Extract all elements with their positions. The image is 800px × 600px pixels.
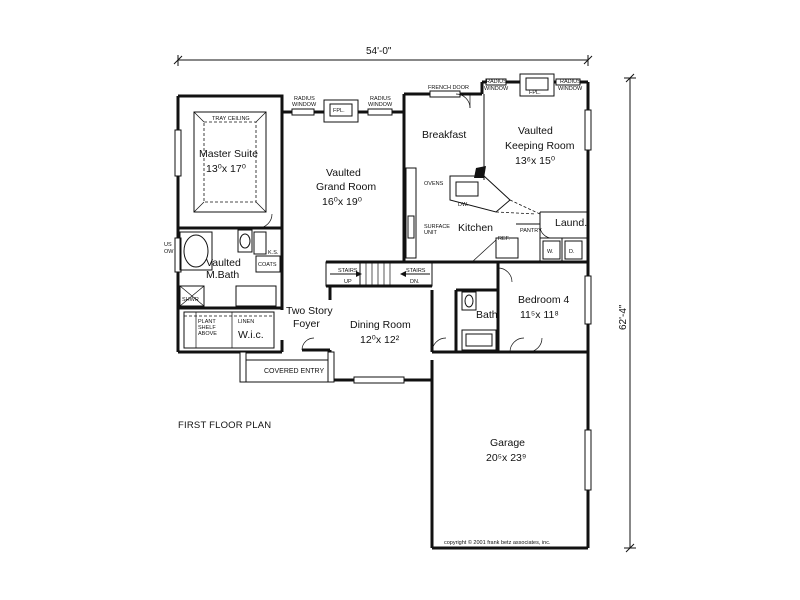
garage-label: Garage xyxy=(490,437,525,449)
vaulted-grand-label-2: Grand Room xyxy=(316,181,376,193)
two-story-label-1: Two Story xyxy=(286,305,333,317)
plant-shelf-label-3: ABOVE xyxy=(198,331,217,337)
radius-window-label-1b: WINDOW xyxy=(292,102,317,108)
overall-width-label: 54'-0" xyxy=(366,46,392,57)
copyright-label: copyright © 2001 frank betz associates, … xyxy=(444,539,551,546)
w-label: W. xyxy=(547,249,554,255)
windows xyxy=(174,78,592,491)
up-label: UP xyxy=(344,279,352,285)
radius-window-label-3: RADIUS xyxy=(486,79,507,85)
shwr-label: SHWR xyxy=(182,297,199,303)
us-ow-label-1: US xyxy=(164,242,172,248)
master-bath-fixtures xyxy=(179,229,281,307)
breakfast-label: Breakfast xyxy=(422,129,466,141)
master-dims-label: 13⁰x 17⁰ xyxy=(206,163,246,175)
vaulted-mbath-label-2: M.Bath xyxy=(206,269,239,281)
vaulted-keeping-label-1: Vaulted xyxy=(518,125,553,137)
us-ow-label-2: OW xyxy=(164,249,174,255)
stairs xyxy=(325,261,433,287)
garage-dims-label: 20⁵x 23⁹ xyxy=(486,452,526,464)
dining-dims-label: 12⁰x 12² xyxy=(360,334,400,346)
radius-window-label-2b: WINDOW xyxy=(368,102,393,108)
radius-window-label-4: RADIUS xyxy=(560,79,581,85)
bath-label: Bath xyxy=(476,309,498,321)
linen-label: LINEN xyxy=(238,319,254,325)
vaulted-keeping-label-2: Keeping Room xyxy=(505,140,575,152)
fpl-grand-label: FPL. xyxy=(333,108,345,114)
laundry-appliances xyxy=(542,240,583,260)
covered-entry xyxy=(239,351,335,383)
plant-shelf-label-1: PLANT xyxy=(198,319,216,325)
pantry-label: PANTRY xyxy=(520,228,542,234)
fireplace-grand xyxy=(323,99,359,123)
wic-label: W.i.c. xyxy=(238,329,264,341)
doors xyxy=(257,93,553,353)
labels: RADIUS WINDOW FPL. RADIUS WINDOW FRENCH … xyxy=(164,79,587,546)
dimension-depth xyxy=(624,73,636,553)
fpl-keeping-label: FPL. xyxy=(529,90,541,96)
ks-label: K.S. xyxy=(268,250,279,256)
grand-dims-label: 16⁰x 19⁰ xyxy=(322,196,362,208)
radius-window-label-3b: WINDOW xyxy=(484,86,509,92)
dn-label: DN. xyxy=(410,279,420,285)
covered-entry-label: COVERED ENTRY xyxy=(264,368,324,375)
d-label: D. xyxy=(569,249,575,255)
keeping-dims-label: 13⁶x 15⁰ xyxy=(515,155,555,167)
dimension-width xyxy=(173,55,593,66)
dining-room-label: Dining Room xyxy=(350,319,411,331)
radius-window-label-1: RADIUS xyxy=(294,96,315,102)
radius-window-label-2: RADIUS xyxy=(370,96,391,102)
french-door-label: FRENCH DOOR xyxy=(428,85,469,91)
first-floor-plan-label: FIRST FLOOR PLAN xyxy=(178,420,271,431)
kitchen-counters xyxy=(405,166,541,263)
vaulted-mbath-label-1: Vaulted xyxy=(206,257,241,269)
fireplace-keeping xyxy=(519,73,555,97)
surface-unit-label-2: UNIT xyxy=(424,230,437,236)
laund-label: Laund. xyxy=(555,217,587,229)
two-story-label-2: Foyer xyxy=(293,318,320,330)
bedroom4-dims-label: 11⁵x 11⁸ xyxy=(520,309,559,321)
bedroom4-label: Bedroom 4 xyxy=(518,294,570,306)
ref-label: REF. xyxy=(498,236,510,242)
bath-fixtures xyxy=(461,291,497,351)
radius-window-label-4b: WINDOW xyxy=(558,86,583,92)
surface-unit-label-1: SURFACE xyxy=(424,224,450,230)
ovens-label: OVENS xyxy=(424,181,444,187)
stairs-up-label: STAIRS xyxy=(338,268,358,274)
coats-label: COATS xyxy=(258,262,277,268)
dw-label: DW. xyxy=(458,202,469,208)
tray-ceiling-label: TRAY CEILING xyxy=(212,116,250,122)
closet-area xyxy=(183,311,275,349)
kitchen-label: Kitchen xyxy=(458,222,493,234)
overall-depth-label: 62'-4" xyxy=(618,304,629,330)
vaulted-grand-label-1: Vaulted xyxy=(326,167,361,179)
plant-shelf-label-2: SHELF xyxy=(198,325,216,331)
master-suite-label: Master Suite xyxy=(199,148,258,160)
stairs-dn-label: STAIRS xyxy=(406,268,426,274)
tray-ceiling xyxy=(193,111,267,213)
